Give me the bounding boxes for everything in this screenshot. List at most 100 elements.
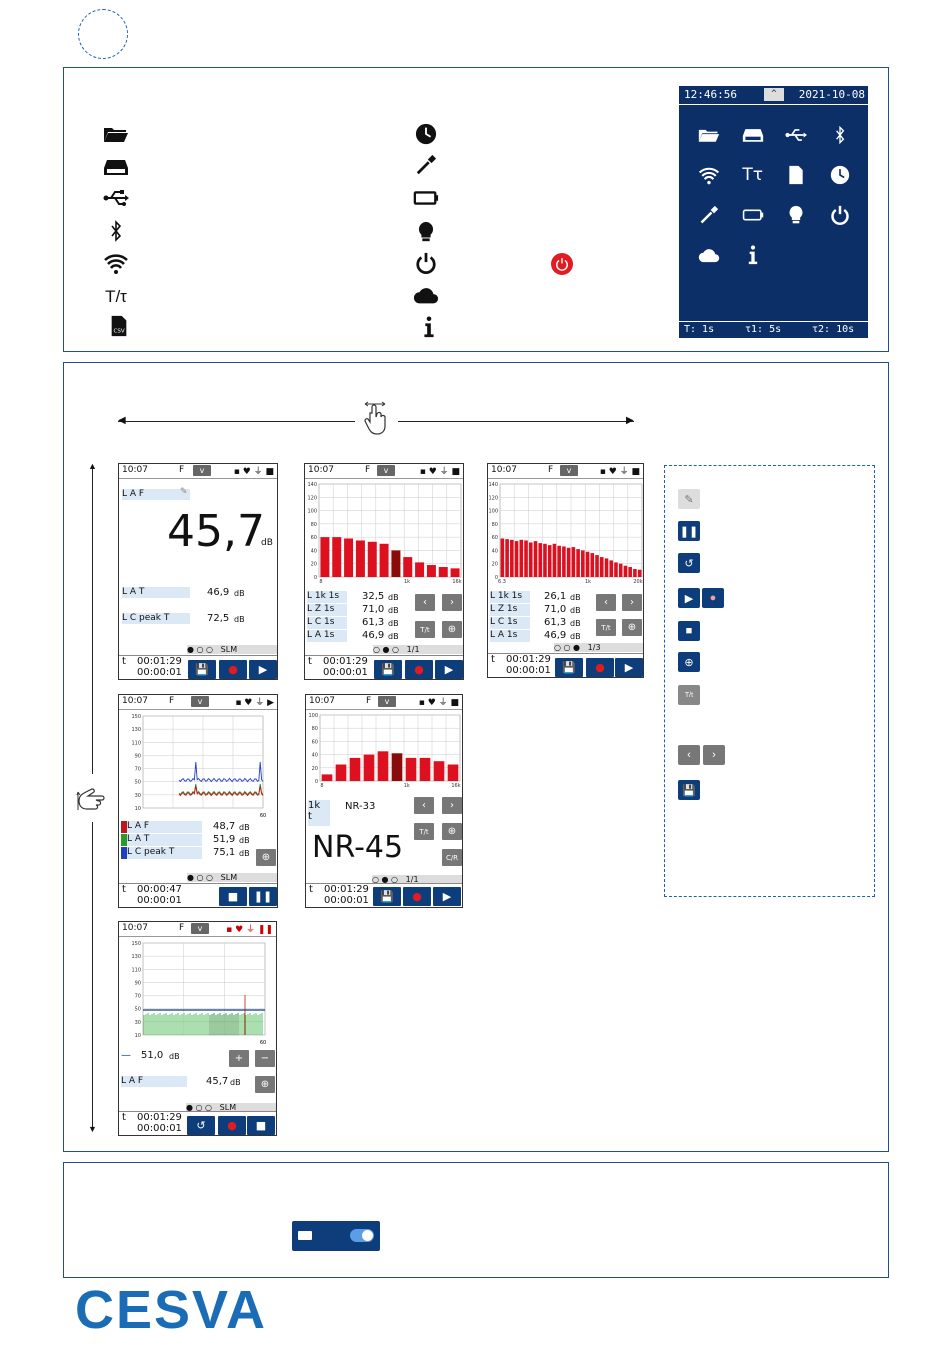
record-button[interactable]: ● <box>403 887 431 906</box>
bar <box>604 558 609 577</box>
phone-mode: F <box>548 465 554 475</box>
play-button[interactable]: ▶ <box>435 660 463 679</box>
next-arrow-button[interactable]: › <box>622 594 642 611</box>
calibrator-icon[interactable] <box>687 204 731 226</box>
save-button[interactable]: 💾 <box>188 660 216 679</box>
plus-button[interactable]: + <box>229 1050 249 1067</box>
next-arrow-button[interactable]: › <box>442 594 462 611</box>
prev-arrow-button[interactable]: ‹ <box>596 594 616 611</box>
next-arrow-button[interactable]: › <box>442 797 462 814</box>
page-indicator: ● ○ ○ SLM <box>187 873 277 882</box>
y-tick-label: 80 <box>492 522 498 528</box>
timer-bar: t 00:01:29 00:00:01 <box>119 655 277 679</box>
prev-arrow-button[interactable]: ‹ <box>414 797 434 814</box>
bar <box>505 539 509 577</box>
reading-unit: dB <box>388 606 399 615</box>
stop-button[interactable]: ■ <box>247 1116 275 1135</box>
power-icon[interactable] <box>818 204 862 226</box>
y-tick-label: 0 <box>315 779 318 785</box>
zoom-button[interactable]: ⊕ <box>622 619 642 636</box>
play-button[interactable]: ▶ <box>433 887 461 906</box>
minus-button[interactable]: − <box>255 1050 275 1067</box>
record-button[interactable]: ● <box>219 660 247 679</box>
cloud-icon[interactable] <box>687 244 731 266</box>
chevron-down-icon[interactable]: v <box>378 696 396 707</box>
y-tick-label: 110 <box>131 967 141 973</box>
record-button[interactable]: ● <box>586 658 614 677</box>
play-button[interactable]: ▶ <box>615 658 643 677</box>
pause-button[interactable]: ❚❚ <box>249 887 277 906</box>
sd-card-icon[interactable] <box>731 124 775 146</box>
prev-arrow-button[interactable]: ‹ <box>415 594 435 611</box>
t-label: t <box>122 656 126 667</box>
record-button[interactable]: ● <box>218 1116 246 1135</box>
zoom-button[interactable]: ⊕ <box>256 849 276 866</box>
toggle-switch[interactable] <box>350 1229 374 1242</box>
reset-button[interactable]: ↺ <box>187 1116 215 1135</box>
info-icon[interactable] <box>731 244 775 266</box>
calibrator-icon <box>411 153 441 177</box>
reading-unit: dB <box>388 593 399 602</box>
play-button[interactable]: ▶ <box>249 660 277 679</box>
cr-button[interactable]: C/R <box>442 849 462 866</box>
stop-button[interactable]: ■ <box>219 887 247 906</box>
zoom-button[interactable]: ⊕ <box>255 1076 275 1093</box>
clock-icon[interactable] <box>818 164 862 186</box>
csv-file-icon[interactable] <box>775 164 819 186</box>
lcpeak-label-text: L C peak T <box>122 613 170 623</box>
edit-pencil-icon: ✎ <box>678 489 700 509</box>
page-nav-label: SLM <box>220 645 238 654</box>
status-icons: ▪ ♥ ⏚ ❚❚ <box>226 925 273 935</box>
series-lat-line <box>178 783 264 796</box>
y-tick-label: 20 <box>312 766 318 772</box>
arrowhead-down-icon: ▼ <box>88 1124 97 1134</box>
bar <box>514 541 519 577</box>
chevron-down-icon[interactable]: v <box>377 465 395 476</box>
bar <box>379 543 389 577</box>
reading-label: L A 1s <box>490 630 530 642</box>
time-constant-button[interactable]: T/t <box>596 619 616 636</box>
save-button[interactable]: 💾 <box>374 660 402 679</box>
swipe-right-arrow <box>398 421 634 422</box>
chevron-down-icon[interactable]: v <box>191 923 209 934</box>
T-timer: 00:00:01 <box>137 1123 182 1134</box>
zoom-button[interactable]: ⊕ <box>442 621 462 638</box>
collapse-chevron-icon[interactable]: ^ <box>764 88 784 101</box>
folder-icon[interactable] <box>687 124 731 146</box>
series-lcpeak-line <box>178 761 264 783</box>
y-tick-label: 50 <box>135 780 141 786</box>
x-tick-label: 60 <box>260 1040 266 1045</box>
reading-label: L C 1s <box>490 617 530 629</box>
lcpeak-unit: dB <box>234 615 245 624</box>
bar <box>510 539 514 577</box>
time-constant-icon[interactable]: Tτ <box>731 164 775 186</box>
bar <box>585 551 590 577</box>
chevron-down-icon[interactable]: v <box>191 696 209 707</box>
time-constant-button[interactable]: T/t <box>414 823 434 840</box>
backlight-bulb-icon[interactable] <box>775 204 819 226</box>
bar <box>335 764 347 781</box>
battery-icon[interactable] <box>731 204 775 226</box>
y-tick-label: 10 <box>135 806 141 812</box>
phone-status-bar: 10:07 F v ▪ ♥ ⏚ ■ <box>305 464 463 479</box>
usb-icon[interactable] <box>775 124 819 146</box>
zoom-button[interactable]: ⊕ <box>442 823 462 840</box>
wifi-icon[interactable] <box>687 164 731 186</box>
chevron-down-icon[interactable]: v <box>193 465 211 476</box>
time-constant-button[interactable]: T/t <box>415 621 435 638</box>
edit-pencil-icon[interactable]: ✎ <box>180 487 188 497</box>
bluetooth-icon[interactable] <box>818 124 862 146</box>
save-button[interactable]: 💾 <box>373 887 401 906</box>
status-icons: ▪ ♥ ⏚ ■ <box>599 467 640 477</box>
main-level-value: 45,7 <box>167 506 265 557</box>
y-tick-label: 150 <box>131 714 141 720</box>
bar <box>419 757 431 781</box>
reading-unit: dB <box>239 836 250 845</box>
save-button[interactable]: 💾 <box>555 658 583 677</box>
record-button[interactable]: ● <box>405 660 433 679</box>
settings-panel <box>63 1162 889 1278</box>
T-timer: 00:00:01 <box>137 895 182 906</box>
chevron-down-icon[interactable]: v <box>560 465 578 476</box>
